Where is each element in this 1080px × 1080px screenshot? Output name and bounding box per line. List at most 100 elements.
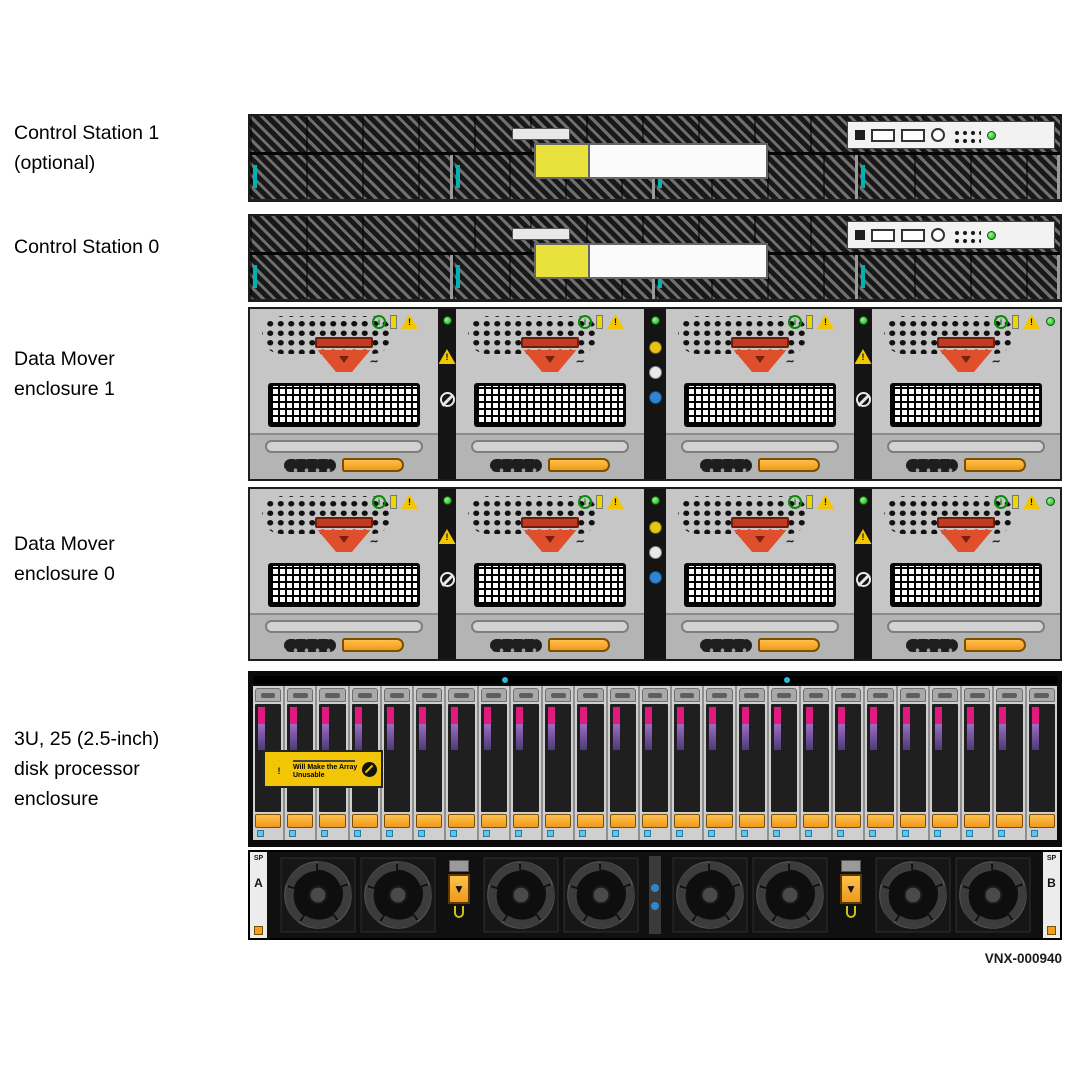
drive-led-pink [322, 707, 330, 724]
drive-led-pink [483, 707, 491, 724]
drive-handle-notch [1002, 693, 1017, 698]
drive-led-blue [740, 830, 748, 837]
drive-led-blue [450, 830, 458, 837]
label-control-station-1: Control Station 1 (optional) [14, 118, 159, 178]
info-icon: i [578, 314, 592, 329]
module-release-handle [733, 350, 787, 372]
drive-foot [642, 829, 668, 839]
down-arrow-icon: ▼ [845, 882, 857, 896]
airflow-icon: ~ [368, 352, 380, 370]
divider-led [651, 884, 659, 892]
drive-handle [609, 688, 636, 702]
drive-led-pink [451, 707, 459, 724]
module-status-icons: i ! [994, 494, 1040, 509]
cooling-fan [483, 857, 559, 933]
drive-foot [771, 829, 797, 839]
module-bottom-panel [666, 433, 854, 479]
latch-tab [449, 860, 469, 872]
disk-drive-slot [414, 686, 445, 840]
warning-icon: ! [607, 494, 624, 509]
fan-blades-icon [875, 857, 950, 933]
latch-hook [454, 906, 464, 918]
disk-drive-slot [639, 686, 671, 840]
drive-handle-notch [422, 693, 437, 698]
label-line: (optional) [14, 152, 96, 174]
grab-handle [471, 620, 629, 633]
data-mover-module: ~ i ! [872, 489, 1060, 659]
power-button [855, 130, 865, 140]
module-handle-bar [521, 337, 579, 348]
grab-handle [265, 620, 423, 633]
drive-foot [803, 829, 829, 839]
drive-led-pink [902, 707, 910, 724]
sp-a-end-cap: SP A [250, 852, 267, 938]
module-bottom-panel [456, 433, 644, 479]
status-led [987, 230, 996, 240]
drive-foot [481, 829, 507, 839]
drive-led-purple [870, 724, 878, 750]
no-touch-icon [439, 572, 455, 587]
fault-led [648, 341, 662, 354]
center-led-strip [644, 489, 666, 659]
drive-body [448, 704, 475, 812]
grab-handle [681, 440, 839, 453]
disk-drive-slot [736, 686, 767, 840]
bay-tab [253, 265, 257, 288]
drive-latch [512, 814, 540, 828]
disk-drive-slot [865, 686, 896, 840]
status-led [650, 316, 660, 325]
drive-led-pink [934, 707, 942, 724]
disk-drive-slot [833, 686, 864, 840]
drive-handle [287, 688, 314, 702]
drive-bay [250, 255, 453, 299]
fan-blades-icon [280, 857, 355, 933]
drive-handle-notch [841, 693, 856, 698]
connector-dots [699, 459, 752, 472]
drive-led-blue [418, 830, 426, 837]
power-led [648, 546, 662, 559]
drive-latch [255, 814, 282, 828]
drive-led-blue [514, 830, 522, 837]
led-cluster [951, 126, 981, 144]
drive-bay [250, 155, 453, 199]
drive-foot [416, 829, 442, 839]
no-touch-icon [855, 572, 871, 587]
pullout-yellow [534, 243, 590, 279]
drive-body [480, 704, 507, 812]
module-handle-bar [521, 517, 579, 528]
drive-body [512, 704, 540, 812]
warning-icon: ! [817, 314, 834, 329]
drive-led-blue [643, 830, 651, 837]
warning-icon: ! [854, 529, 872, 544]
drive-led-pink [419, 707, 427, 724]
drive-handle-notch [357, 693, 373, 698]
data-mover-enclosure-0: ~ i ! ! ~ i ! ~ i ! [248, 487, 1062, 661]
cooling-fan [752, 857, 828, 933]
disk-drive-slot [994, 686, 1025, 840]
drive-led-pink [967, 707, 975, 724]
status-led [442, 496, 452, 505]
activity-led [648, 571, 662, 584]
network-port [871, 128, 895, 142]
drive-led-purple [483, 724, 491, 750]
cooling-fan [360, 857, 436, 933]
info-icon: i [994, 494, 1008, 509]
indicator-bar-icon [1012, 314, 1019, 329]
power-button [855, 230, 865, 240]
drive-body [835, 704, 862, 812]
module-release-handle [939, 530, 993, 552]
module-status-icons: i ! [578, 494, 624, 509]
orange-latch [757, 458, 820, 472]
disk-drive-slot [607, 686, 638, 840]
orange-latch [963, 458, 1026, 472]
grab-handle [887, 620, 1045, 633]
orange-latch [757, 638, 820, 652]
drive-led-purple [934, 724, 942, 750]
control-station-1 [248, 114, 1062, 202]
drive-latch [835, 814, 862, 828]
bay-tab [860, 265, 865, 288]
data-mover-module: ~ i ! [666, 489, 854, 659]
drive-latch [448, 814, 475, 828]
connector-dots [283, 459, 336, 472]
sp-id: B [1047, 876, 1056, 890]
